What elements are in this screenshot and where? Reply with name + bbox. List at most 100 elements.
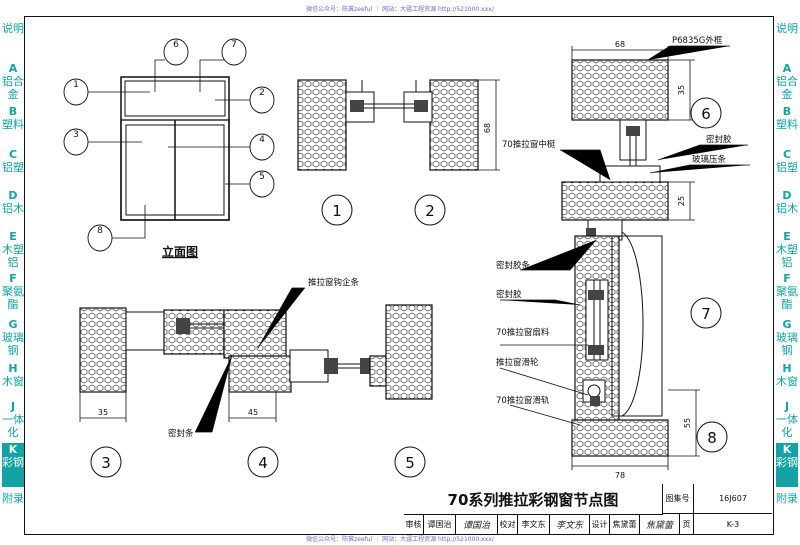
side-tab-label: 铝合金 [2,75,24,101]
design-label: 设计 [590,514,610,534]
review-signature: 谭国治 [456,514,498,534]
callout-e4-text: 4 [259,135,265,145]
label-sealant-2: 密封胶 [496,289,522,300]
detail-number-4: 4 [258,454,268,472]
detail-345-section [79,304,433,400]
detail-number-1: 1 [332,202,342,220]
side-tab-label: 聚氨酯 [776,285,798,311]
dim-45: 45 [248,408,258,417]
side-tab-right-11[interactable]: 附录 [776,492,798,530]
elevation-view [120,76,230,221]
detail-number-5: 5 [405,454,415,472]
dim-68-side: 68 [483,123,492,133]
callout-e7-text: 7 [231,40,237,50]
side-tab-label: 铝塑 [776,161,798,174]
side-tab-letter: C [8,148,18,161]
side-tab-letter: J [784,400,790,413]
side-tab-label: 铝木 [2,202,24,215]
side-tab-label: 说明 [776,22,798,35]
dim-25: 25 [677,196,686,206]
label-hook: 推拉窗钩企条 [308,277,360,288]
side-tab-label: 塑料 [2,118,24,131]
check-signature: 李文东 [550,514,590,534]
drawing-frame [24,16,774,535]
side-tab-letter: F [783,272,791,285]
design-name: 焦黛蕾 [610,514,640,534]
dim-35-left: 35 [98,408,108,417]
detail-number-2: 2 [425,202,435,220]
callout-e3-text: 3 [73,130,79,140]
detail-circles [90,97,728,478]
side-tab-letter: B [782,105,792,118]
side-tab-letter: A [8,62,18,75]
elevation-callouts [63,38,275,252]
detail-12-section [297,79,479,171]
side-tab-label: 铝合金 [776,75,798,101]
detail-number-8: 8 [707,429,717,447]
side-tab-letter: D [782,189,792,202]
side-tab-letter: H [8,362,18,375]
label-seal-strip-right: 密封胶条 [496,260,531,271]
side-tab-letter: K [8,443,18,456]
label-sash: 70推拉窗扇料 [496,327,550,338]
callout-e6 [163,38,189,66]
side-tab-label: 聚氨酯 [2,285,24,311]
check-label: 校对 [498,514,518,534]
side-tab-letter: H [782,362,792,375]
review-name: 谭国治 [424,514,456,534]
check-name: 李文东 [518,514,550,534]
side-tab-label: 说明 [2,22,24,35]
vertical-dim-lines [499,45,750,470]
side-tab-left-11[interactable]: 附录 [2,492,24,530]
label-sealant-1: 密封胶 [706,134,732,145]
side-tab-letter: A [782,62,792,75]
callout-e8 [87,224,113,252]
side-tab-label: 附录 [2,492,24,505]
side-tab-right-0[interactable]: 说明 [776,22,798,58]
watermark-top: 微信公众号：陈冀zeeful ｜ 网站：大疆工程资源 http://521000… [306,6,494,13]
side-tab-left-0[interactable]: 说明 [2,22,24,58]
label-rail: 70推拉窗滑轨 [496,395,550,406]
side-tab-letter: E [9,230,17,243]
label-seal-strip-left: 密封条 [168,428,194,439]
label-pulley: 推拉窗滑轮 [496,357,539,368]
side-tab-label: 彩钢 [2,456,24,469]
watermark-bottom: 微信公众号：陈冀zeeful ｜ 网站：大疆工程资源 http://521000… [306,536,494,543]
dim-68-side-lines [478,79,500,171]
side-tab-letter: C [782,148,792,161]
callout-e2-text: 2 [259,88,265,98]
title-block: 70系列推拉彩钢窗节点图 图集号 16J607 审核 谭国治 谭国治 校对 李文… [404,484,772,534]
callout-e5-text: 5 [259,172,265,182]
atlas-number: 16J607 [694,484,772,514]
detail-number-3: 3 [101,454,111,472]
elevation-title: 立面图 [162,244,198,259]
callout-e1-text: 1 [73,80,79,90]
callout-e4 [249,133,275,161]
side-tab-label: 木窗 [2,375,24,388]
dim-68-top: 68 [615,40,625,49]
dim-35-right: 35 [677,85,686,95]
side-tab-label: 铝塑 [2,161,24,174]
side-tab-label: 铝木 [776,202,798,215]
